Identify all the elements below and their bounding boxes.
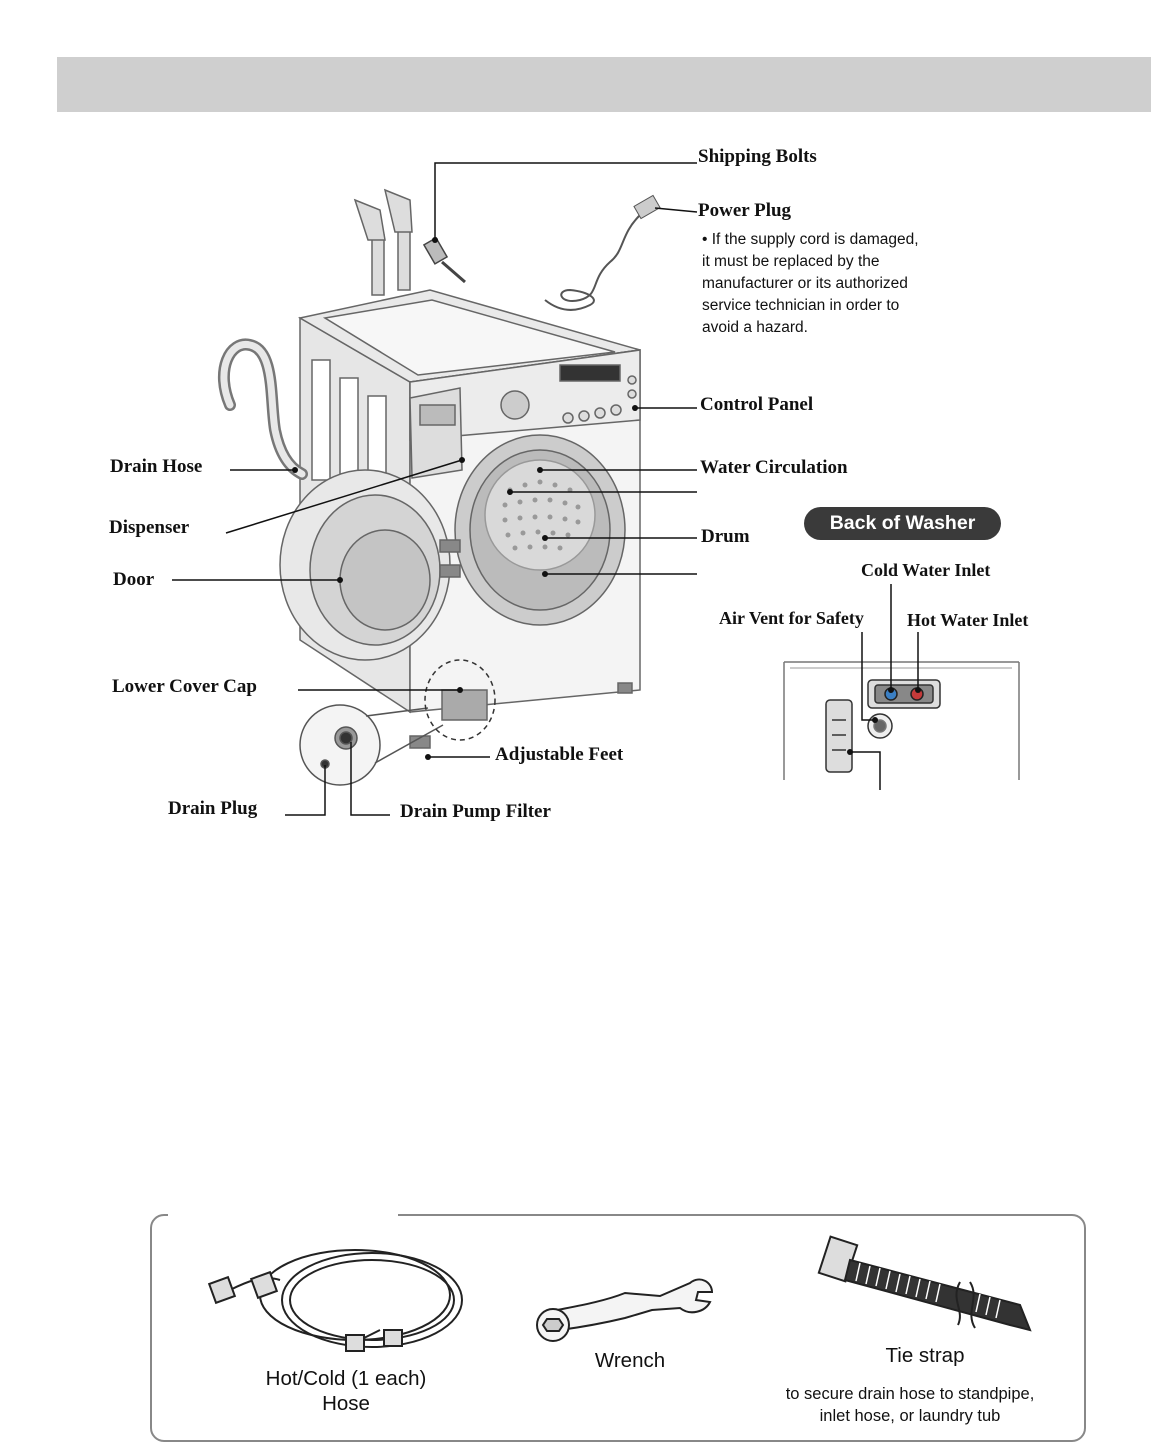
hose-caption-line1: Hot/Cold (1 each) [236,1366,456,1391]
tie-strap-note-line1: to secure drain hose to standpipe, [760,1383,1060,1405]
tie-strap-note-line2: inlet hose, or laundry tub [760,1405,1060,1427]
hose-icon [209,1250,462,1351]
tie-strap-note: to secure drain hose to standpipe, inlet… [760,1383,1060,1427]
hose-caption-line2: Hose [236,1391,456,1416]
wrench-caption: Wrench [560,1348,700,1373]
tie-strap-icon [819,1237,1030,1330]
hose-caption: Hot/Cold (1 each) Hose [236,1366,456,1416]
wrench-icon [537,1280,712,1341]
tie-strap-caption: Tie strap [850,1343,1000,1368]
